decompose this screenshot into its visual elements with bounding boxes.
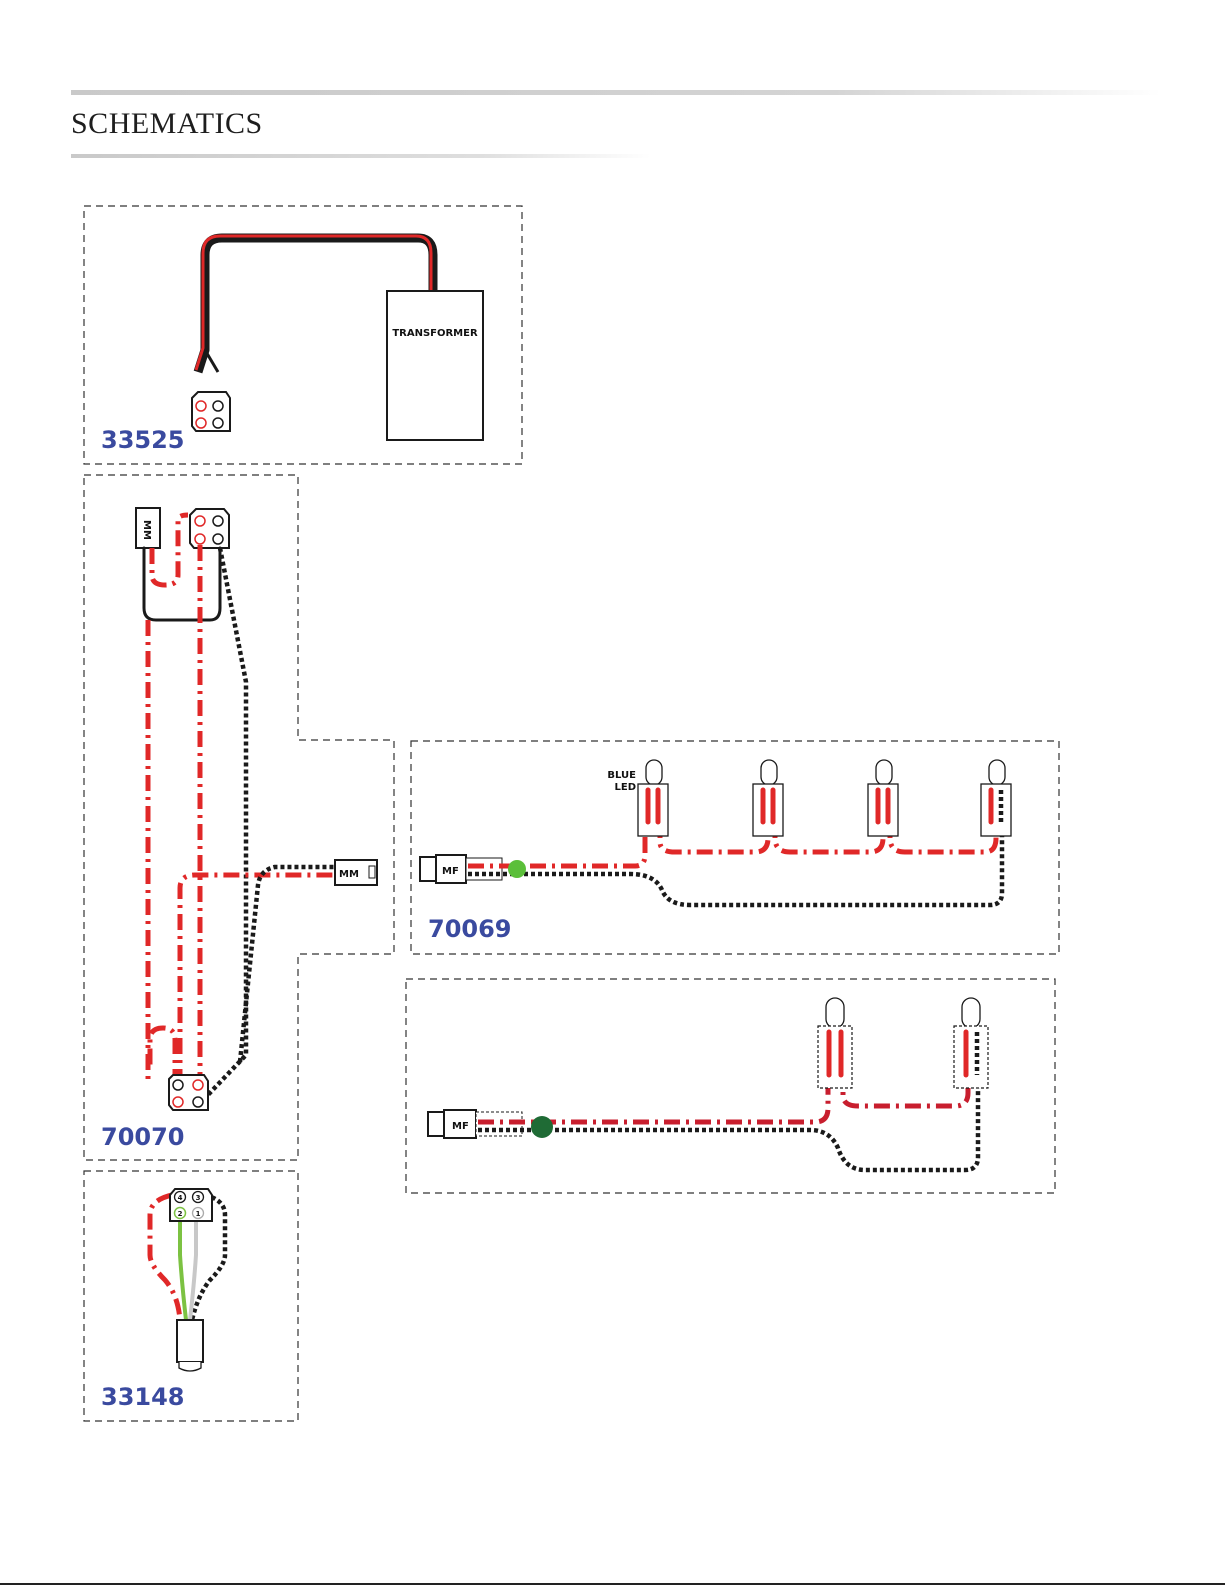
four-pin-connector-bottom bbox=[169, 1075, 208, 1110]
led-label-line2: LED bbox=[614, 782, 636, 793]
led-1 bbox=[818, 998, 852, 1088]
part-number-label: 70069 bbox=[428, 915, 512, 943]
panel-led-pair: MF bbox=[406, 979, 1055, 1193]
splice-dot bbox=[531, 1116, 553, 1138]
connector-label: MM bbox=[339, 869, 359, 880]
mm-connector-top: MM bbox=[136, 508, 160, 548]
mf-connector: MF bbox=[420, 855, 502, 883]
part-number-label: 33148 bbox=[101, 1383, 185, 1411]
panel-33148: 4 3 2 1 33148 bbox=[84, 1171, 298, 1421]
panel-70069: MF BLUE LED bbox=[411, 741, 1059, 954]
mf-connector: MF bbox=[428, 1110, 522, 1138]
pin-number: 4 bbox=[178, 1194, 183, 1202]
pin-number: 3 bbox=[196, 1194, 201, 1202]
led-3 bbox=[868, 760, 898, 836]
led-1 bbox=[638, 760, 668, 836]
led-2 bbox=[954, 998, 988, 1088]
panel-70070: MM MM bbox=[84, 475, 394, 1160]
pin-number: 2 bbox=[178, 1210, 183, 1218]
four-pin-connector-top bbox=[190, 509, 229, 548]
four-pin-connector bbox=[192, 392, 230, 431]
led-2 bbox=[753, 760, 783, 836]
connector-label: MF bbox=[442, 866, 459, 877]
splice-dot bbox=[508, 860, 526, 878]
four-pin-connector: 4 3 2 1 bbox=[170, 1189, 212, 1221]
bulb-socket bbox=[177, 1320, 203, 1371]
connector-label: MF bbox=[452, 1121, 469, 1132]
connector-label: MM bbox=[141, 520, 152, 540]
panel-33525: TRANSFORMER 33525 bbox=[84, 206, 522, 464]
mm-connector-right: MM bbox=[335, 860, 377, 885]
pin-number: 1 bbox=[196, 1210, 201, 1218]
transformer-label: TRANSFORMER bbox=[392, 328, 478, 339]
part-number-label: 33525 bbox=[101, 426, 185, 454]
transformer-box: TRANSFORMER bbox=[387, 291, 483, 440]
part-number-label: 70070 bbox=[101, 1123, 185, 1151]
led-4 bbox=[981, 760, 1011, 836]
led-label-line1: BLUE bbox=[607, 770, 636, 781]
panel-border bbox=[84, 475, 394, 1160]
